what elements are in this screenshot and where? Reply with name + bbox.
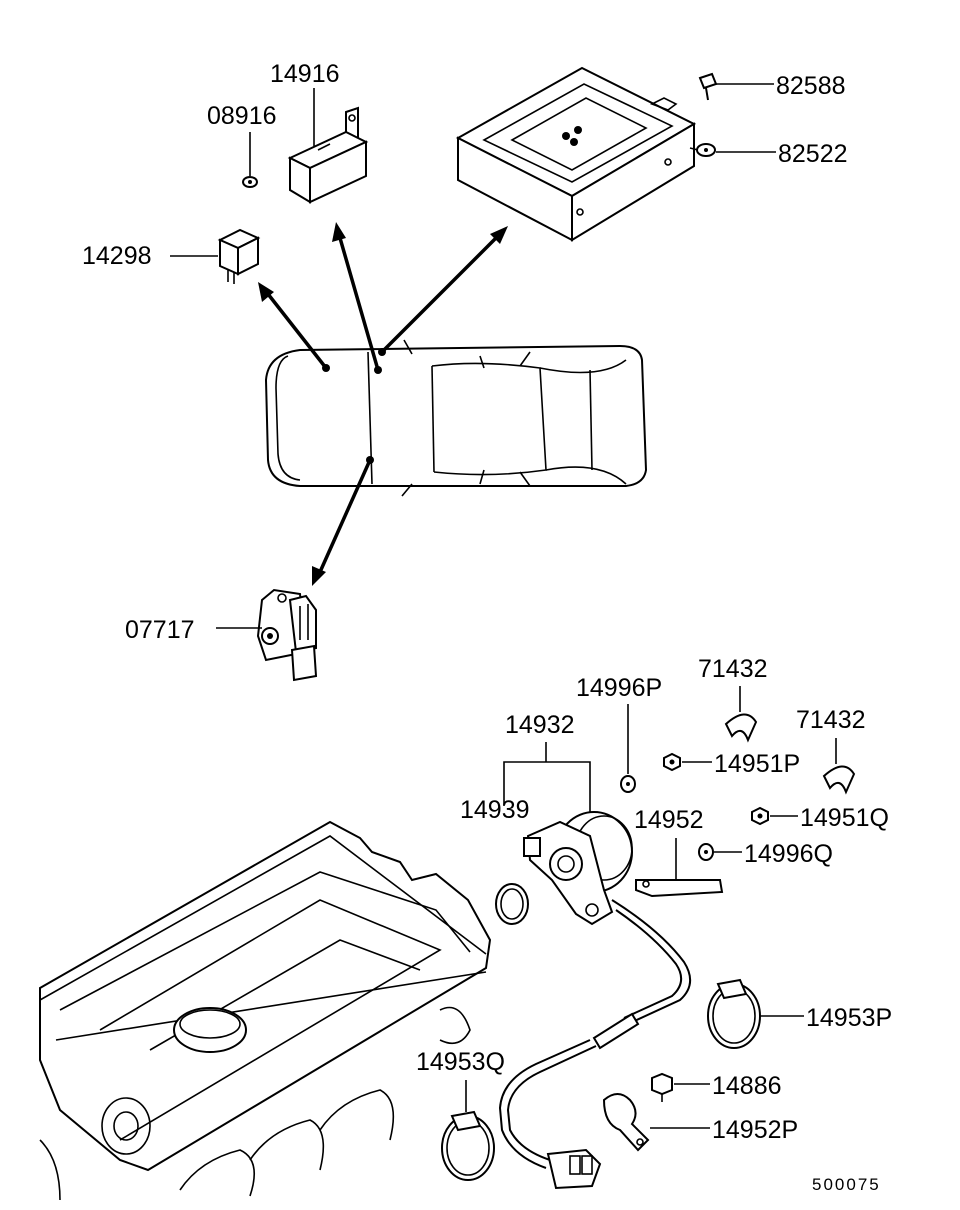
engine-cylinder-head <box>39 820 492 1201</box>
label-14953Q: 14953Q <box>416 1048 505 1076</box>
arrow-to-ecu <box>378 226 508 356</box>
bolt-82588 <box>698 72 718 101</box>
label-14886: 14886 <box>712 1072 782 1100</box>
clip-71432-a <box>724 713 758 743</box>
label-14996Q: 14996Q <box>744 840 833 868</box>
label-14932: 14932 <box>505 711 575 739</box>
arrow-to-relay-14298 <box>258 282 330 372</box>
label-14916: 14916 <box>270 60 340 88</box>
bracket-14952 <box>635 879 724 898</box>
nut-14951P <box>663 752 681 772</box>
bolt-14886 <box>651 1072 673 1102</box>
o-ring-14939 <box>495 883 529 925</box>
throttle-position-sensor-14932 <box>523 811 633 926</box>
arrow-to-sensor-07717 <box>312 456 374 586</box>
label-14939: 14939 <box>460 796 530 824</box>
clamp-14952P <box>602 1093 650 1152</box>
label-71432-a: 71432 <box>698 655 768 683</box>
label-14953P: 14953P <box>806 1004 892 1032</box>
band-14953P <box>707 978 761 1049</box>
sensor-harness <box>498 899 691 1190</box>
label-82522: 82522 <box>778 140 848 168</box>
nut-14951Q <box>751 806 769 826</box>
sensor-07717 <box>256 588 318 682</box>
label-14951Q: 14951Q <box>800 804 889 832</box>
label-08916: 08916 <box>207 102 277 130</box>
diagram-code: 500075 <box>812 1175 881 1194</box>
label-07717: 07717 <box>125 616 195 644</box>
label-14996P: 14996P <box>576 674 662 702</box>
label-71432-b: 71432 <box>796 706 866 734</box>
label-14298: 14298 <box>82 242 152 270</box>
label-14952P: 14952P <box>712 1116 798 1144</box>
label-82588: 82588 <box>776 72 846 100</box>
relay-14916 <box>287 106 369 204</box>
screw-08916 <box>242 176 258 188</box>
label-14951P: 14951P <box>714 750 800 778</box>
label-14952: 14952 <box>634 806 704 834</box>
band-14953Q <box>441 1110 495 1181</box>
ecu-module <box>455 66 697 242</box>
clip-71432-b <box>822 765 856 795</box>
relay-14298 <box>217 228 261 284</box>
arrow-to-relay-14916 <box>332 222 382 374</box>
ground-82522 <box>689 143 716 157</box>
